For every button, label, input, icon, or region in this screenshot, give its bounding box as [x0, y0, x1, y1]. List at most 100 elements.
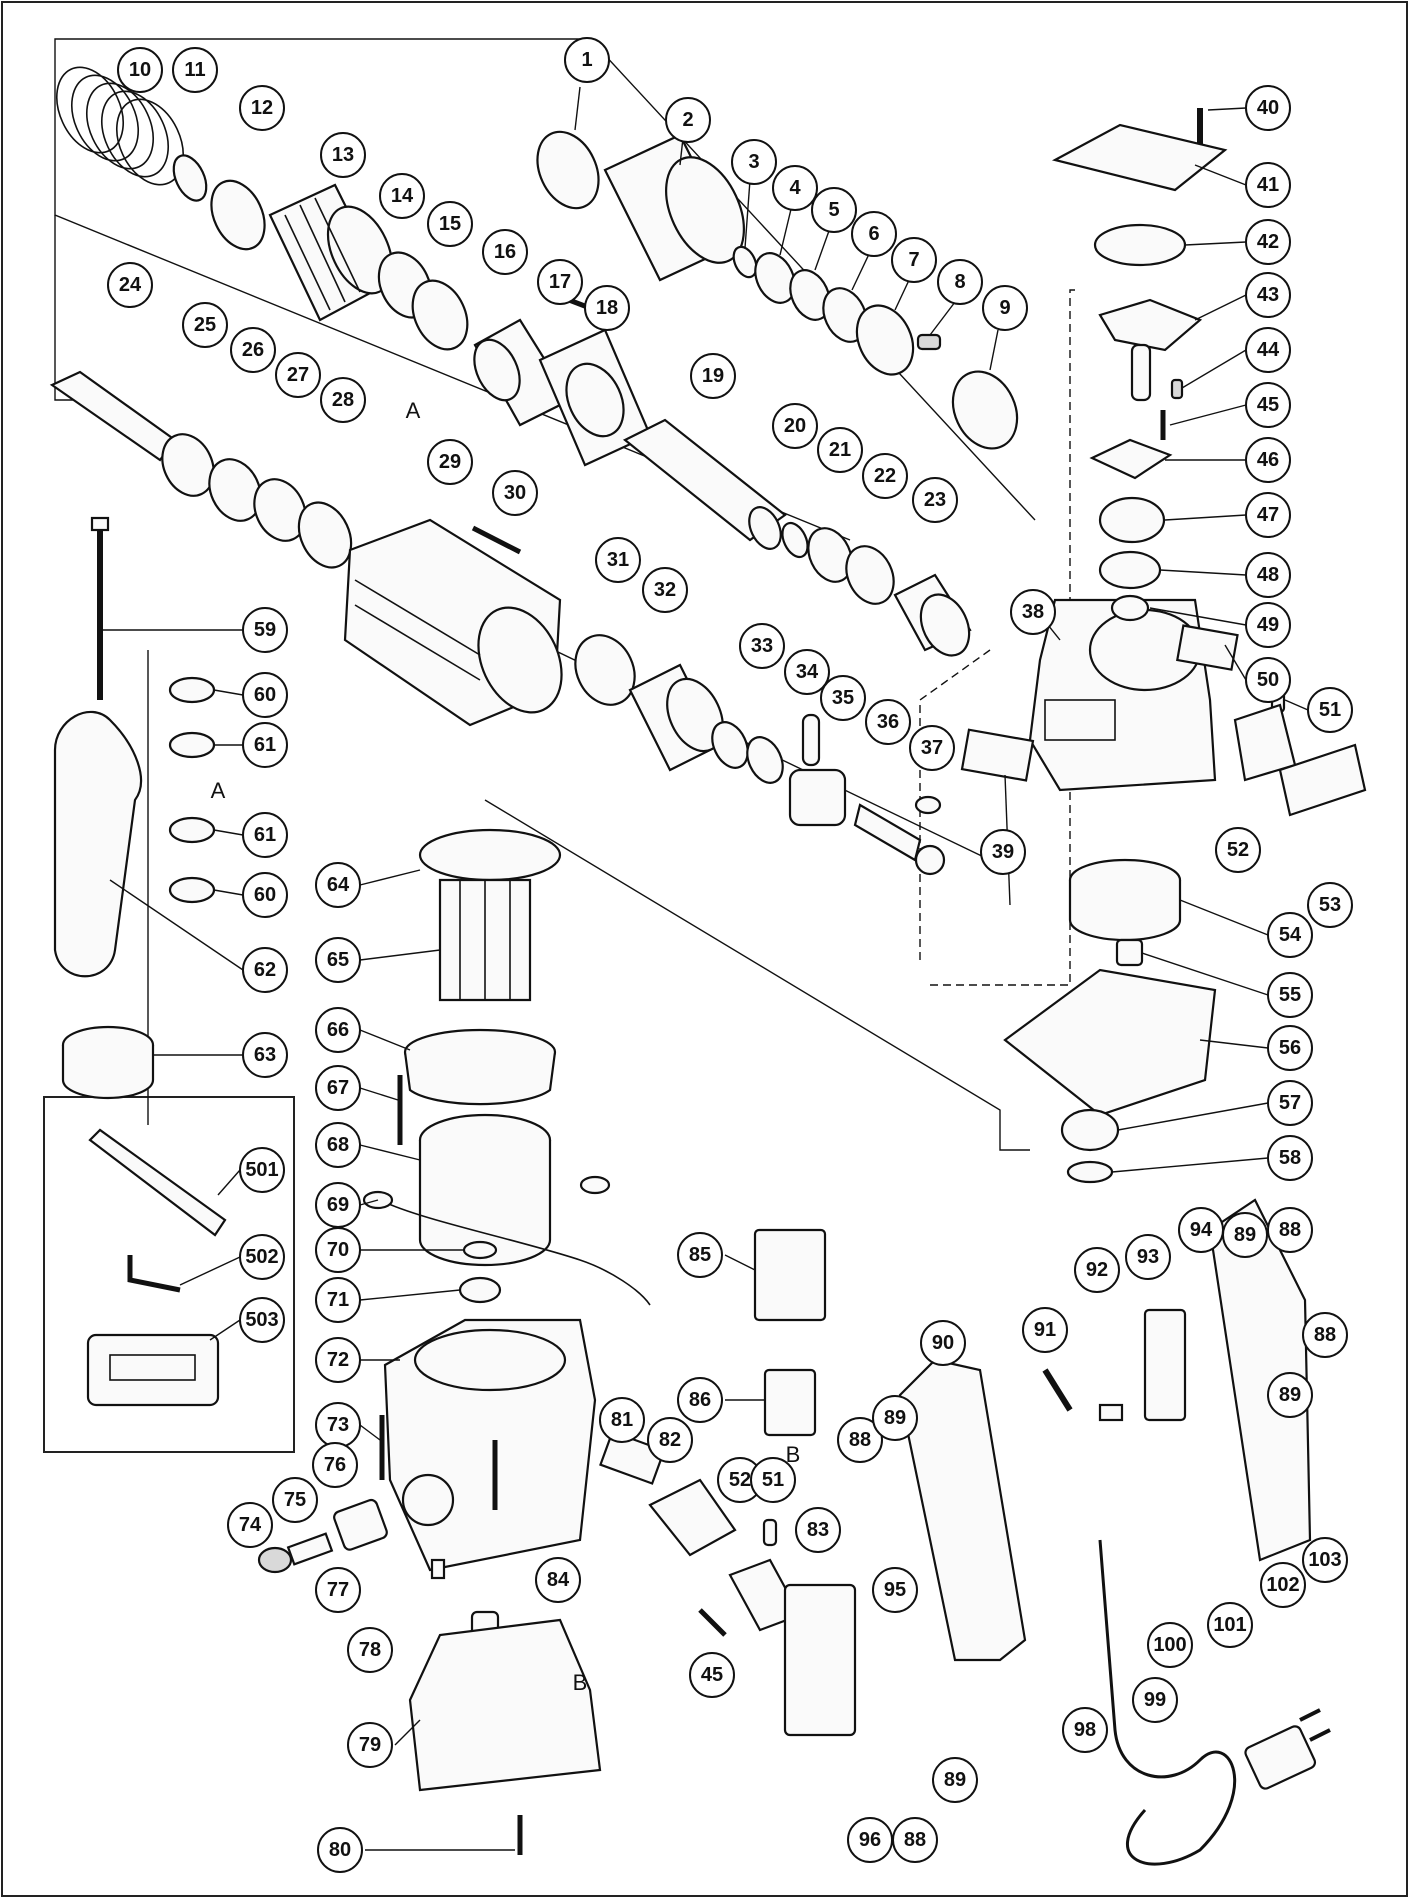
knob-part — [61, 1025, 155, 1100]
crank-housing-part — [1028, 598, 1217, 792]
svg-text:62: 62 — [254, 959, 276, 981]
part-callout: 31 — [595, 537, 641, 583]
part-callout: 29 — [427, 439, 473, 485]
part-callout: 103 — [1302, 1537, 1348, 1583]
pin-part — [430, 1558, 446, 1580]
svg-text:501: 501 — [245, 1159, 278, 1181]
o-ring-part — [574, 634, 636, 706]
part-callout: 25 — [182, 302, 228, 348]
part-callout: 45 — [689, 1652, 735, 1698]
svg-text:15: 15 — [439, 213, 461, 235]
plug-prong — [1309, 1728, 1331, 1742]
label-part — [960, 728, 1035, 782]
part-callout: 33 — [739, 623, 785, 669]
part-callout: 54 — [1267, 912, 1313, 958]
part-callout: 45 — [1245, 382, 1291, 428]
svg-text:4: 4 — [789, 177, 801, 199]
tool-holder-part — [49, 370, 177, 462]
part-callout: 73 — [315, 1402, 361, 1448]
svg-text:26: 26 — [242, 339, 264, 361]
part-callout: 15 — [427, 201, 473, 247]
part-callout: 21 — [817, 427, 863, 473]
svg-text:72: 72 — [327, 1349, 349, 1371]
key-part — [1170, 378, 1184, 400]
cap-part — [411, 279, 469, 351]
svg-text:56: 56 — [1279, 1037, 1301, 1059]
svg-text:20: 20 — [784, 415, 806, 437]
part-callout: 78 — [347, 1627, 393, 1673]
ring-part — [914, 795, 942, 815]
svg-text:23: 23 — [924, 489, 946, 511]
part-callout: 93 — [1125, 1234, 1171, 1280]
svg-text:503: 503 — [245, 1309, 278, 1331]
part-callout: 10 — [117, 47, 163, 93]
svg-text:46: 46 — [1257, 449, 1279, 471]
svg-text:61: 61 — [254, 824, 276, 846]
cylinder-housing-part — [343, 518, 563, 727]
part-callout: 95 — [872, 1567, 918, 1613]
leader-lines — [100, 86, 1309, 1851]
svg-text:74: 74 — [239, 1514, 262, 1536]
washer-part — [168, 676, 216, 704]
part-callout: 62 — [242, 947, 288, 993]
bottom-cover-part — [408, 1618, 602, 1792]
washer-part — [168, 731, 216, 759]
svg-text:29: 29 — [439, 451, 461, 473]
part-callout: 19 — [690, 353, 736, 399]
part-callout: 60 — [242, 672, 288, 718]
base-plate-part — [1003, 968, 1217, 1117]
sleeve-part — [893, 573, 972, 657]
o-ring-part — [1093, 223, 1187, 267]
svg-text:6: 6 — [868, 223, 879, 245]
part-callout: 89 — [1222, 1212, 1268, 1258]
svg-text:1: 1 — [581, 49, 592, 71]
svg-text:10: 10 — [129, 59, 151, 81]
svg-text:32: 32 — [654, 579, 676, 601]
part-callout: 12 — [239, 85, 285, 131]
part-callout: 88 — [1302, 1312, 1348, 1358]
screw-part — [471, 525, 522, 555]
part-callout: 83 — [795, 1507, 841, 1553]
flange-part — [538, 328, 652, 467]
svg-text:5: 5 — [828, 199, 839, 221]
retainer-part — [210, 179, 266, 251]
case-label — [109, 1354, 196, 1381]
part-callout: 74 — [227, 1502, 273, 1548]
svg-text:48: 48 — [1257, 564, 1279, 586]
svg-text:47: 47 — [1257, 504, 1279, 526]
svg-text:40: 40 — [1257, 97, 1279, 119]
connecting-rod-part — [853, 803, 922, 862]
part-callout: 28 — [320, 377, 366, 423]
part-callout: 98 — [1062, 1707, 1108, 1753]
part-callout: 8 — [937, 259, 983, 305]
front-sleeve-part — [603, 133, 745, 282]
part-callout: 85 — [677, 1232, 723, 1278]
part-callout: 51 — [750, 1457, 796, 1503]
carry-case-part — [86, 1333, 220, 1407]
svg-text:51: 51 — [1319, 699, 1341, 721]
svg-text:86: 86 — [689, 1389, 711, 1411]
svg-text:89: 89 — [944, 1769, 966, 1791]
svg-text:85: 85 — [689, 1244, 711, 1266]
pin-part — [1042, 1368, 1073, 1412]
washer-part — [168, 816, 216, 844]
part-callout: 13 — [320, 132, 366, 178]
label-part — [1176, 624, 1239, 671]
part-callout: 77 — [315, 1567, 361, 1613]
part-callout: 66 — [315, 1007, 361, 1053]
bushing-part — [1115, 938, 1144, 967]
svg-text:502: 502 — [245, 1246, 278, 1268]
ring-part — [1098, 550, 1162, 590]
svg-text:61: 61 — [254, 734, 276, 756]
part-callout: 11 — [172, 47, 218, 93]
svg-text:42: 42 — [1257, 231, 1279, 253]
svg-text:78: 78 — [359, 1639, 381, 1661]
part-callout: 37 — [909, 725, 955, 771]
part-callout: 2 — [665, 97, 711, 143]
chisel-bit-part — [88, 1128, 227, 1237]
svg-text:22: 22 — [874, 465, 896, 487]
gasket-part — [1278, 743, 1367, 817]
part-callout: 101 — [1207, 1602, 1253, 1648]
spring-part — [56, 66, 184, 186]
svg-text:79: 79 — [359, 1734, 381, 1756]
